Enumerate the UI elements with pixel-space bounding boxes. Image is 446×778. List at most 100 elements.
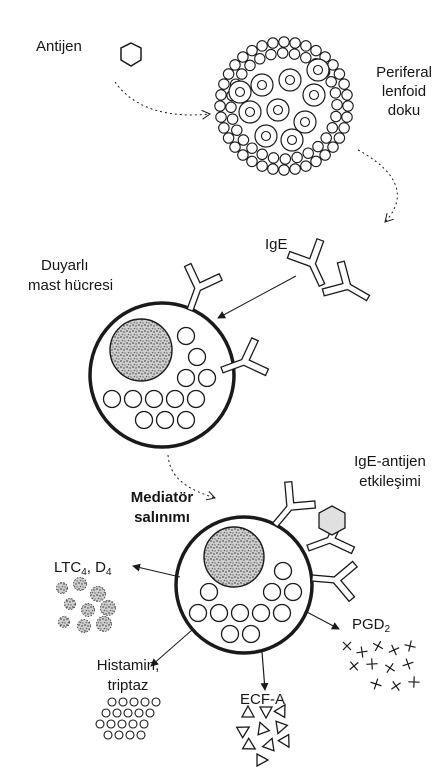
lymphocyte	[342, 112, 352, 122]
lymphocyte	[223, 69, 233, 79]
lymphocyte	[311, 45, 321, 55]
ecf-a-particles	[237, 702, 295, 766]
label-ltc-d4: LTC4, D4	[54, 558, 112, 582]
granule	[222, 626, 239, 643]
histamine-granule	[146, 709, 154, 717]
arrow-ige-to-mast-cell	[218, 276, 296, 318]
label-mediator-line1: Mediatör	[112, 488, 212, 507]
ecf-a-particle	[278, 735, 294, 751]
lymphocyte	[289, 49, 299, 59]
histamine-granule	[130, 698, 138, 706]
lymphocyte	[334, 69, 344, 79]
leukotriene-particle	[82, 604, 95, 617]
histamine-granule	[108, 698, 116, 706]
lymphocyte	[303, 148, 313, 158]
prostaglandin-particle	[373, 641, 383, 651]
prostaglandin-particle	[391, 681, 400, 690]
lymphocyte	[343, 101, 353, 111]
label-peripheral-line2: lenfoid	[364, 82, 444, 101]
leukotriene-particle	[101, 601, 116, 616]
lymphocyte	[332, 100, 342, 110]
ecf-a-particle	[254, 720, 269, 734]
lymphocyte	[342, 90, 352, 100]
granule	[188, 391, 205, 408]
lymphocyte	[232, 125, 242, 135]
label-mediator-line2: salınımı	[112, 508, 212, 527]
crosslinked-ige-3	[310, 558, 357, 602]
label-sensitized-line1: Duyarlı	[41, 256, 89, 275]
lymphocyte	[268, 153, 278, 163]
histamine-granule	[140, 720, 148, 728]
lymphocyte	[331, 111, 341, 121]
prostaglandin-particle	[343, 642, 351, 650]
granule	[211, 605, 228, 622]
arrow-to-pgd	[305, 611, 339, 629]
lymphocyte	[266, 49, 276, 59]
lymphocyte	[247, 156, 257, 166]
lymphocyte	[339, 123, 349, 133]
ecf-a-particle	[243, 738, 259, 754]
granule	[190, 605, 207, 622]
lymphocyte	[247, 143, 257, 153]
lymphocyte	[215, 101, 225, 111]
granule	[274, 605, 291, 622]
ecf-a-particle	[257, 754, 268, 766]
label-peripheral-line3: doku	[364, 101, 444, 120]
granule	[125, 391, 142, 408]
histamine-granules	[96, 698, 160, 739]
lymphocyte	[290, 38, 300, 48]
lymphocyte	[238, 150, 248, 160]
arrow-to-ecfa	[262, 652, 265, 690]
lymphocyte	[227, 114, 237, 124]
lymphocyte	[280, 154, 290, 164]
lymphocyte	[237, 69, 247, 79]
lymphocyte	[257, 41, 267, 51]
antigen-hexagon	[121, 43, 141, 66]
lymphocyte	[326, 77, 336, 87]
granule	[104, 391, 121, 408]
leukotriene-particle	[78, 620, 91, 633]
lymphocyte	[320, 150, 330, 160]
arrow-lymphoid-to-ige	[358, 150, 397, 222]
sensitized-mast-cell	[90, 303, 234, 447]
granule	[201, 584, 218, 601]
lymphocyte	[255, 54, 265, 64]
label-interaction-line2: etkileşimi	[340, 472, 440, 491]
histamine-granule	[152, 698, 160, 706]
lymphocyte	[268, 38, 278, 48]
lymphocyte	[301, 53, 311, 63]
lymphocyte	[279, 37, 289, 47]
histamine-granule	[119, 698, 127, 706]
granule	[178, 328, 195, 345]
arrow-to-ltc	[133, 566, 180, 577]
granule	[232, 605, 249, 622]
lymphocyte	[245, 60, 255, 70]
prostaglandin-particle	[350, 662, 359, 671]
leukotriene-particle	[65, 599, 76, 610]
lymphocyte	[247, 45, 257, 55]
lymphocyte	[278, 48, 288, 58]
histamine-granule	[115, 731, 123, 739]
label-peripheral-line1: Periferal	[364, 63, 444, 82]
peripheral-lymphoid-tissue	[215, 37, 353, 175]
ecf-a-particle	[272, 721, 287, 735]
granule	[178, 370, 195, 387]
ecf-a-particle	[237, 722, 253, 738]
label-pgd2: PGD2	[352, 615, 390, 639]
prostaglandin-particle	[385, 663, 394, 672]
histamine-granule	[126, 731, 134, 739]
prostaglandin-particle	[366, 658, 377, 669]
lymphocyte	[292, 152, 302, 162]
lymphocyte	[216, 112, 226, 122]
leukotriene-particle	[59, 617, 70, 628]
histamine-granule	[104, 731, 112, 739]
leukotriene-particle	[57, 583, 68, 594]
lymphocyte	[257, 161, 267, 171]
label-antigen: Antijen	[36, 37, 82, 56]
lymphocyte	[238, 52, 248, 62]
granule	[189, 349, 206, 366]
granule	[275, 563, 292, 580]
prostaglandin-particle	[408, 676, 419, 687]
granule	[199, 370, 216, 387]
granule	[243, 626, 260, 643]
